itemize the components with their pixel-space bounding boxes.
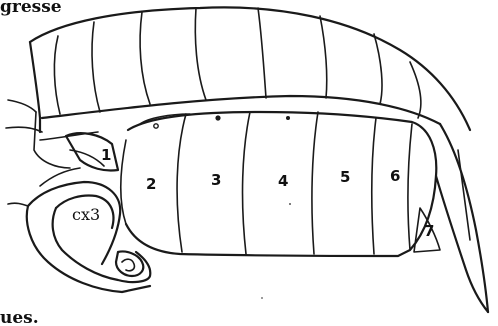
print-speck — [289, 203, 291, 205]
spiracle-2 — [154, 124, 158, 128]
coxa-inner-loop — [53, 208, 151, 282]
coxa-left-stub — [8, 203, 28, 206]
label-segment-2: 2 — [146, 175, 156, 193]
label-segment-3: 3 — [211, 171, 221, 189]
tergite-suture-b — [92, 22, 100, 112]
terminal-outer-edge — [440, 124, 488, 312]
print-speck — [261, 297, 263, 299]
terminal-inner-edge — [436, 176, 488, 312]
sternite-suture-3-4 — [243, 112, 250, 254]
tergite-suture-h — [410, 62, 421, 118]
terminal-segments — [414, 124, 488, 312]
spiracle-4 — [286, 116, 290, 120]
cut-text-bottom-left: ues. — [0, 308, 39, 326]
label-segment-4: 4 — [278, 172, 288, 190]
label-segment-7: 7 — [424, 222, 434, 240]
sternite-suture-6-7 — [408, 124, 412, 250]
label-coxa-3: cx3 — [72, 205, 100, 224]
sternite-suture-4-5 — [312, 112, 318, 254]
cut-text-top-left: gresse — [0, 0, 62, 17]
tergite-suture-e — [258, 8, 266, 98]
sternite-front-edge — [121, 140, 126, 224]
label-segment-6: 6 — [390, 167, 400, 185]
spiracle-3 — [215, 115, 220, 120]
sternite-suture-2-3 — [177, 114, 186, 252]
tergite-suture-a — [54, 36, 60, 114]
tergite-suture-g — [374, 34, 382, 104]
label-segment-1: 1 — [101, 146, 111, 164]
tergite-suture-f — [320, 16, 327, 98]
trochanter-detail — [122, 259, 134, 271]
thorax-line-b — [6, 127, 42, 132]
thorax-line-a — [8, 100, 36, 112]
tergite-suture-d — [195, 8, 206, 100]
sternite-suture-5-6 — [372, 118, 376, 254]
label-segment-5: 5 — [340, 168, 350, 186]
tergite-suture-c — [140, 12, 150, 104]
